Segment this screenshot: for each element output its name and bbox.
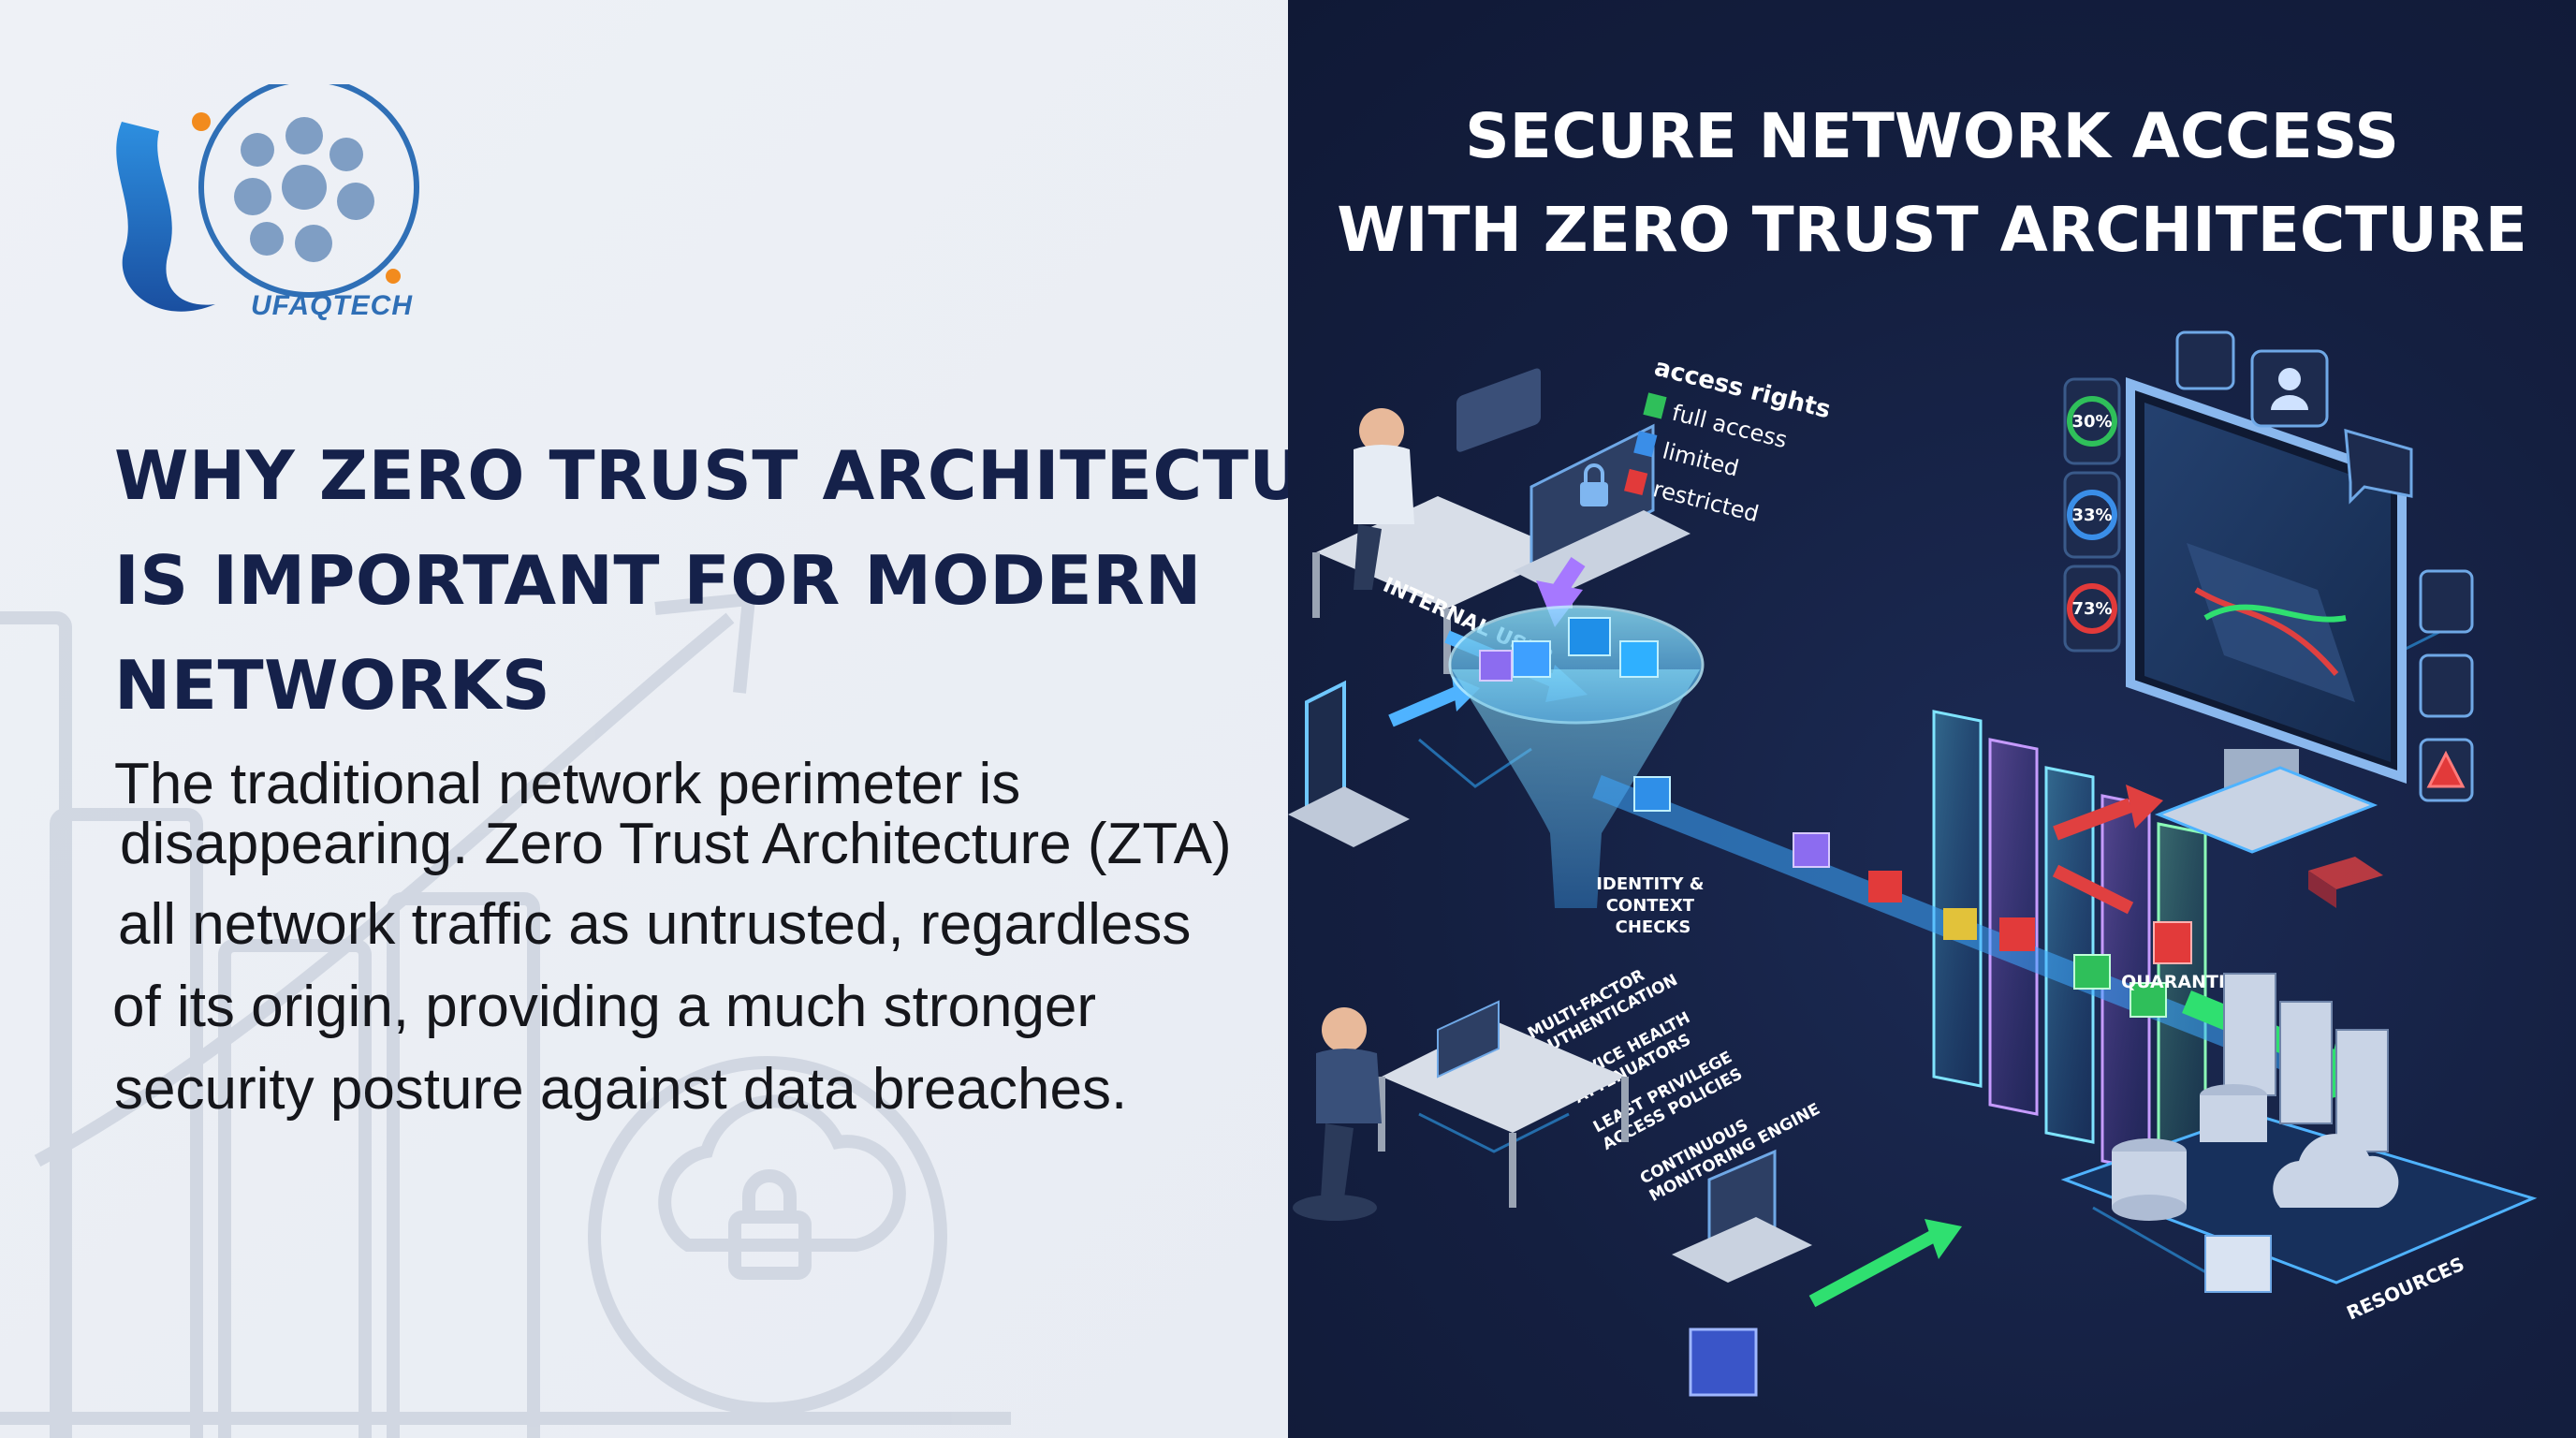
right-panel: SECURE NETWORK ACCESS WITH ZERO TRUST AR… [1288,0,2576,1438]
background-chart-graphic [0,592,1011,1438]
gauge-value: 33% [2071,506,2112,525]
identity-funnel [1448,605,1705,908]
laptop-bottom [1672,1149,1812,1283]
access-rights-legend: access rights full access limited restri… [1624,354,1834,527]
resources-cluster [2060,973,2538,1293]
brand-name: UFAQTECH [251,290,413,321]
legend-item: restricted [1650,476,1762,527]
legend-swatch-restricted [1624,468,1648,496]
headline-line: WHY ZERO TRUST ARCHITECTURE [114,436,1288,515]
title-line: SECURE NETWORK ACCESS [1465,100,2399,172]
gauge-column: 30% 33% 73% [2063,377,2121,653]
laptop-lock-icon [1513,423,1690,594]
body-line: all network traffic as untrusted, regard… [118,892,1192,957]
smartphone-device [1288,676,1480,847]
headline-line: NETWORKS [114,646,551,725]
quarantine-node [2153,921,2192,964]
headline-line: IS IMPORTANT FOR MODERN [114,541,1202,620]
body-line: security posture against data breaches. [114,1057,1128,1122]
left-panel: UFAQTECH WHY ZERO TRUST ARCHITECTURE IS … [0,0,1288,1438]
zero-trust-diagram: INTERNAL USER IDE [1288,330,2538,1397]
chip-device [2308,857,2383,908]
body-line: disappearing. Zero Trust Architecture (Z… [120,812,1232,876]
monitoring-engine-cube [1689,1219,1962,1397]
label-identity-checks: IDENTITY & CONTEXT CHECKS [1596,874,1710,937]
dashboard-monitor [2126,376,2407,854]
legend-swatch-limited [1633,431,1658,458]
page-headline: WHY ZERO TRUST ARCHITECTURE IS IMPORTANT… [114,423,1288,738]
gauge-value: 30% [2071,412,2112,432]
ufaqtech-logo [116,84,419,312]
label-quarantine: QUARANTINE [2121,972,2252,992]
title-line: WITH ZERO TRUST ARCHITECTURE [1337,194,2527,266]
legend-item: limited [1660,437,1741,481]
body-line: of its origin, providing a much stronger [112,975,1097,1039]
remote-user-workstation [1293,1000,1629,1221]
gauge-value: 73% [2071,599,2112,619]
body-line: The traditional network perimeter is [114,752,1021,816]
legend-swatch-full [1643,392,1667,419]
diagram-title: SECURE NETWORK ACCESS WITH ZERO TRUST AR… [1288,90,2576,277]
security-layers [1932,710,2207,1200]
floating-icons [2175,330,2474,802]
